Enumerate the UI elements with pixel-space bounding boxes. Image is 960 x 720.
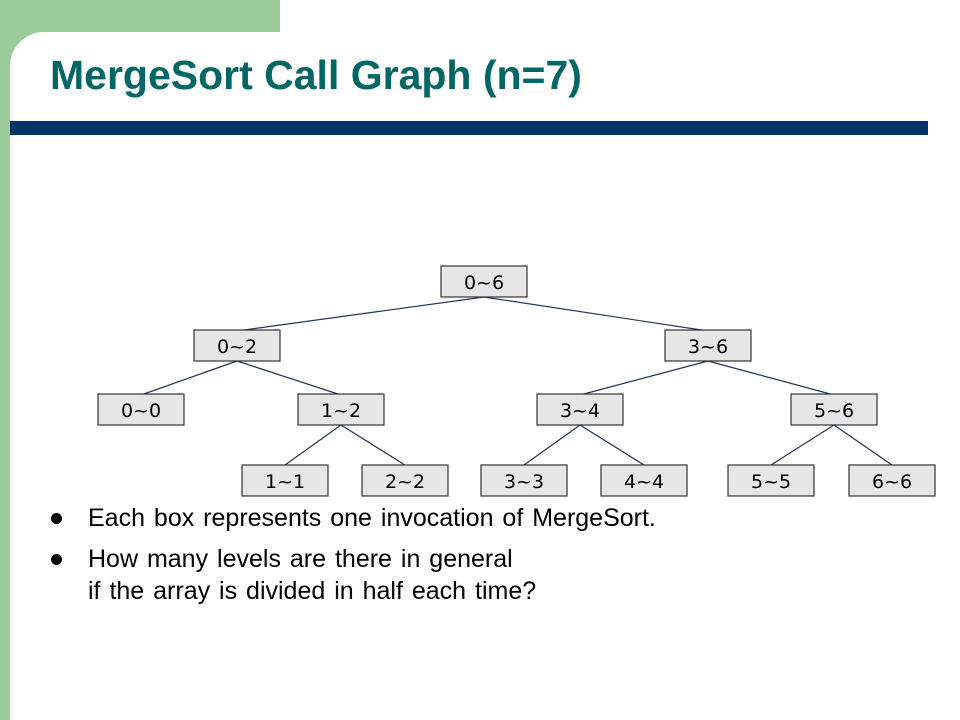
node-1-1: 1~1 [241, 464, 329, 497]
node-label: 0~2 [217, 336, 257, 358]
node-0-6: 0~6 [440, 265, 528, 298]
edge-36-34 [579, 360, 709, 396]
title-divider [10, 121, 928, 135]
node-label: 3~6 [688, 336, 728, 358]
node-label: 1~2 [321, 400, 361, 422]
bullet-line: How many levels are there in general [88, 545, 513, 573]
node-label: 3~3 [504, 471, 544, 493]
bullet-dot-icon [51, 513, 62, 524]
left-accent-bar [0, 0, 10, 720]
node-label: 6~6 [872, 471, 912, 493]
bullet-text: Each box represents one invocation of Me… [88, 502, 928, 534]
node-label: 4~4 [624, 471, 664, 493]
bullet-dot-icon [51, 554, 62, 565]
node-label: 0~0 [121, 400, 161, 422]
node-3-3: 3~3 [480, 464, 568, 497]
node-label: 5~6 [814, 400, 854, 422]
node-label: 1~1 [265, 471, 305, 493]
bullet-item: How many levels are there in general if … [48, 543, 928, 607]
node-0-0: 0~0 [97, 393, 185, 426]
tree-edges [140, 296, 893, 466]
edge-56-66 [833, 424, 893, 466]
node-label: 0~6 [464, 272, 504, 294]
edge-02-00 [140, 360, 238, 396]
edge-34-33 [523, 424, 581, 466]
node-5-5: 5~5 [727, 464, 815, 497]
bullet-line: Each box represents one invocation of Me… [88, 504, 656, 532]
node-3-6: 3~6 [664, 329, 752, 362]
node-6-6: 6~6 [848, 464, 936, 497]
node-2-2: 2~2 [361, 464, 449, 497]
edge-02-12 [236, 360, 342, 396]
edge-12-11 [284, 424, 342, 466]
bullet-list: Each box represents one invocation of Me… [48, 502, 928, 616]
edge-34-44 [579, 424, 645, 466]
node-1-2: 1~2 [297, 393, 385, 426]
bullet-item: Each box represents one invocation of Me… [48, 502, 928, 534]
node-label: 5~5 [751, 471, 791, 493]
node-5-6: 5~6 [790, 393, 878, 426]
node-3-4: 3~4 [536, 393, 624, 426]
node-4-4: 4~4 [600, 464, 688, 497]
node-label: 3~4 [560, 400, 600, 422]
bullet-text: How many levels are there in general if … [88, 543, 928, 607]
edge-06-02 [236, 296, 485, 332]
edge-56-55 [770, 424, 835, 466]
node-0-2: 0~2 [193, 329, 281, 362]
edge-06-36 [483, 296, 709, 332]
slide-title: MergeSort Call Graph (n=7) [50, 52, 582, 98]
node-label: 2~2 [385, 471, 425, 493]
slide-panel [10, 32, 960, 720]
edge-12-22 [340, 424, 406, 466]
bullet-line: if the array is divided in half each tim… [88, 577, 537, 605]
edge-36-56 [707, 360, 835, 396]
